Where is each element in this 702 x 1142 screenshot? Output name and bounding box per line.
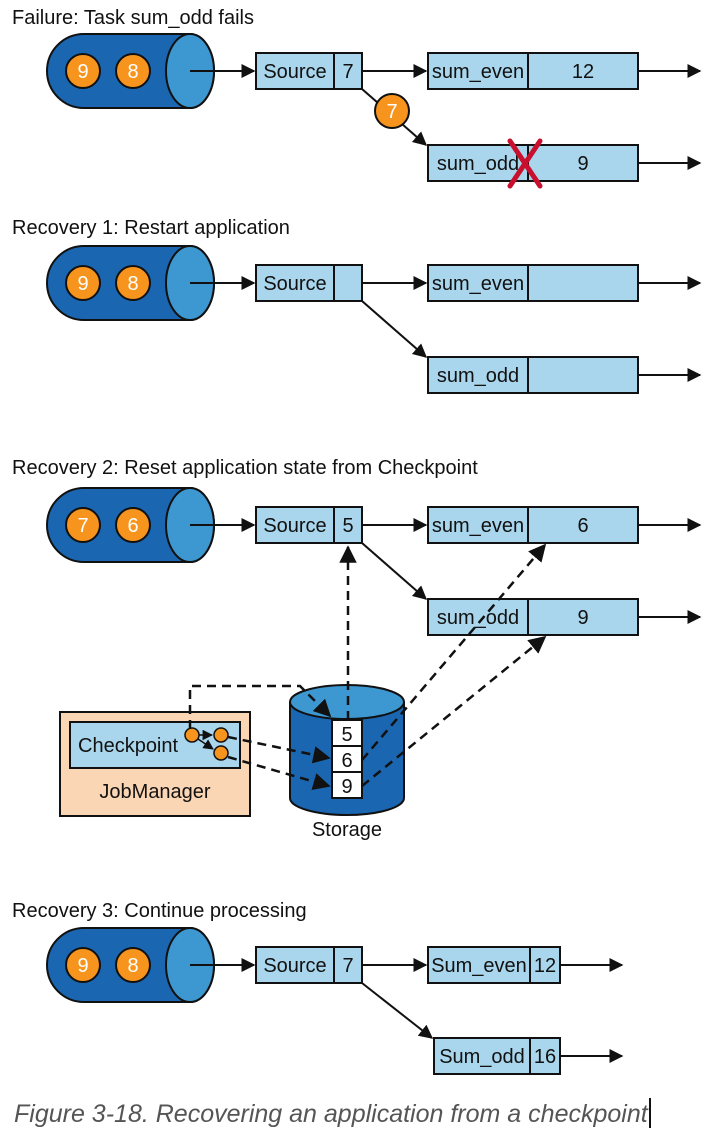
restore-links xyxy=(339,543,547,787)
checkpoint-box xyxy=(69,721,241,769)
panel-title: Recovery 3: Continue processing xyxy=(12,900,307,922)
storage-slot: 9 xyxy=(331,771,363,799)
svg-text:8: 8 xyxy=(127,955,138,977)
caption-text: Figure 3-18. Recovering an application f… xyxy=(14,1100,648,1128)
checkpoint-links xyxy=(188,684,332,791)
panel-title: Failure: Task sum_odd fails xyxy=(12,7,254,29)
checkpoint-state-handles xyxy=(184,727,229,761)
svg-text:9: 9 xyxy=(77,61,88,83)
queue-record: 9 xyxy=(65,53,101,89)
in-flight-record: 7 xyxy=(374,93,410,129)
panel-failure: Failure: Task sum_odd fails 9 8 Source 7 xyxy=(12,7,702,189)
queue-record: 9 xyxy=(65,947,101,983)
svg-text:5: 5 xyxy=(341,724,352,746)
source-task: Source 5 xyxy=(255,506,363,544)
svg-text:16: 16 xyxy=(534,1046,556,1068)
input-queue: 9 8 xyxy=(46,33,215,109)
sum-odd-task: Sum_odd 16 xyxy=(433,1037,561,1075)
input-queue: 9 8 xyxy=(46,245,215,321)
svg-text:9: 9 xyxy=(577,607,588,629)
svg-text:9: 9 xyxy=(341,776,352,798)
svg-text:7: 7 xyxy=(342,61,353,83)
svg-text:Source: Source xyxy=(263,515,326,537)
storage-cylinder: 5 6 9 Storage xyxy=(289,684,405,841)
sum-odd-task: sum_odd 9 xyxy=(427,598,639,636)
source-to-sum-odd-arrow xyxy=(361,982,434,1039)
storage-slot: 5 xyxy=(331,719,363,747)
queue-record: 6 xyxy=(115,507,151,543)
jobmanager-box: Checkpoint JobManager xyxy=(59,711,251,817)
sum-even-task: sum_even 12 xyxy=(427,52,639,90)
svg-text:Sum_odd: Sum_odd xyxy=(439,1046,525,1068)
svg-text:12: 12 xyxy=(534,955,556,977)
source-task: Source xyxy=(255,264,363,302)
svg-text:5: 5 xyxy=(342,515,353,537)
svg-text:JobManager: JobManager xyxy=(99,781,211,803)
svg-text:sum_odd: sum_odd xyxy=(437,365,519,387)
sum-even-task: sum_even 6 xyxy=(427,506,639,544)
svg-text:12: 12 xyxy=(572,61,594,83)
source-to-sum-odd-arrow xyxy=(361,300,428,358)
svg-text:7: 7 xyxy=(342,955,353,977)
svg-text:sum_even: sum_even xyxy=(432,61,524,83)
svg-text:Source: Source xyxy=(263,273,326,295)
figure-caption: Figure 3-18. Recovering an application f… xyxy=(14,1098,651,1129)
storage-slot: 6 xyxy=(331,745,363,773)
panel-title: Recovery 2: Reset application state from… xyxy=(12,457,478,479)
panel-title: Recovery 1: Restart application xyxy=(12,217,290,239)
source-to-sum-odd-arrow xyxy=(361,542,428,600)
input-queue: 9 8 xyxy=(46,927,215,1003)
queue-record: 8 xyxy=(115,947,151,983)
svg-text:sum_odd: sum_odd xyxy=(437,607,519,629)
text-cursor xyxy=(648,1098,651,1128)
svg-text:9: 9 xyxy=(577,153,588,175)
source-task: Source 7 xyxy=(255,946,363,984)
svg-text:Storage: Storage xyxy=(312,819,382,841)
svg-text:sum_even: sum_even xyxy=(432,515,524,537)
svg-text:6: 6 xyxy=(341,750,352,772)
svg-text:9: 9 xyxy=(77,273,88,295)
svg-text:Source: Source xyxy=(263,61,326,83)
panel-recovery-3: Recovery 3: Continue processing 9 8 Sour… xyxy=(12,900,624,1075)
svg-text:7: 7 xyxy=(386,101,397,123)
svg-text:Source: Source xyxy=(263,955,326,977)
failure-cross-icon xyxy=(507,138,543,189)
sum-even-task: Sum_even 12 xyxy=(427,946,561,984)
panel-recovery-1: Recovery 1: Restart application 9 8 Sour… xyxy=(12,217,702,394)
svg-text:sum_odd: sum_odd xyxy=(437,153,519,175)
panel-recovery-2: Recovery 2: Reset application state from… xyxy=(12,457,702,841)
svg-text:6: 6 xyxy=(577,515,588,537)
queue-record: 7 xyxy=(65,507,101,543)
svg-text:8: 8 xyxy=(127,273,138,295)
queue-record: 8 xyxy=(115,53,151,89)
input-queue: 7 6 xyxy=(46,487,215,563)
source-task: Source 7 xyxy=(255,52,363,90)
svg-text:9: 9 xyxy=(77,955,88,977)
svg-text:6: 6 xyxy=(127,515,138,537)
svg-text:8: 8 xyxy=(127,61,138,83)
svg-text:Checkpoint: Checkpoint xyxy=(78,735,179,757)
sum-even-task: sum_even xyxy=(427,264,639,302)
sum-odd-task: sum_odd xyxy=(427,356,639,394)
queue-record: 9 xyxy=(65,265,101,301)
svg-text:7: 7 xyxy=(77,515,88,537)
svg-text:Sum_even: Sum_even xyxy=(431,955,527,977)
queue-record: 8 xyxy=(115,265,151,301)
svg-text:sum_even: sum_even xyxy=(432,273,524,295)
